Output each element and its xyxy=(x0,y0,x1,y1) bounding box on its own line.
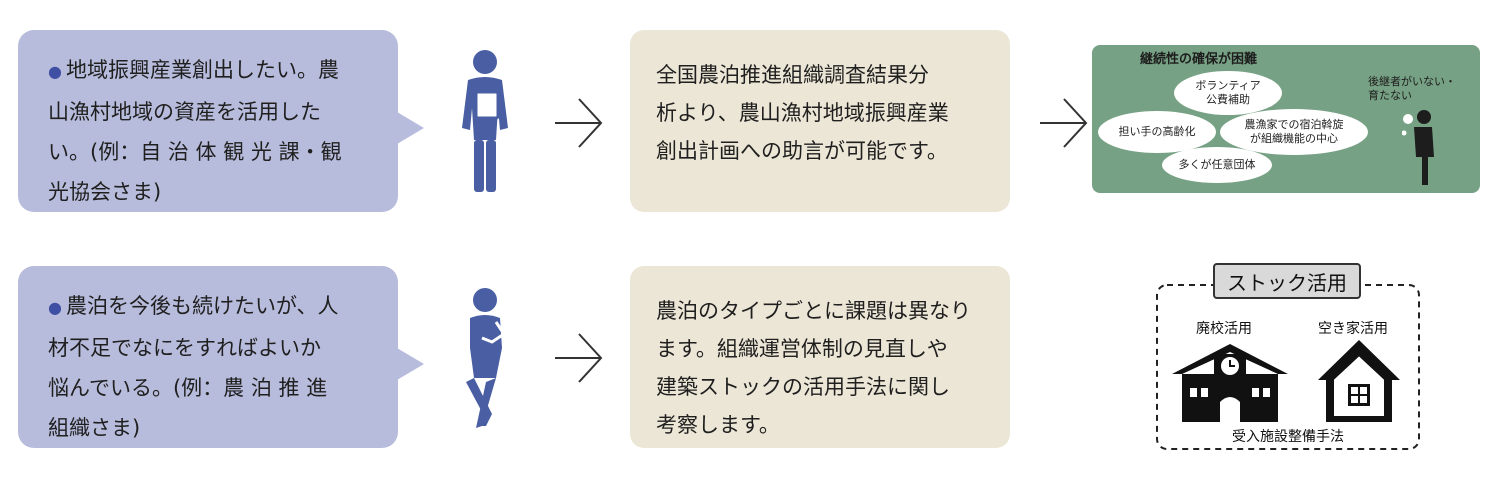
continuity-issues-panel: 継続性の確保が困難 ボランティア 公費補助 担い手の高齢化 農漁家での宿泊斡旋 … xyxy=(1092,45,1480,193)
cloud-voluntary-group: 多くが任意団体 xyxy=(1162,147,1272,183)
need-1-line-1: ●地域振興産業創出したい。農 xyxy=(48,58,339,82)
cloud-volunteer: ボランティア 公費補助 xyxy=(1174,71,1282,115)
arrow-right-icon xyxy=(555,98,603,148)
answer-box-2: 農泊のタイプごとに課題は異なり ます。組織運営体制の見直しや 建築ストックの活用… xyxy=(630,266,1010,448)
need-1-line-4: 光協会さま) xyxy=(48,180,162,204)
thinking-person-icon xyxy=(1402,110,1434,185)
person-holding-document-icon xyxy=(462,50,508,192)
answer-2-line-2: ます。組織運営体制の見直しや xyxy=(656,337,948,361)
arrow-right-icon xyxy=(1040,98,1088,148)
school-label: 廃校活用 xyxy=(1196,321,1252,337)
school-building-icon xyxy=(1172,344,1288,422)
answer-1-line-1: 全国農泊推進組織調査結果分 xyxy=(656,63,929,87)
need-1-line-3: い。(例：自 治 体 観 光 課・観 xyxy=(48,140,342,164)
need-2-line-4: 組織さま) xyxy=(48,416,141,440)
answer-1-line-2: 析より、農山漁村地域振興産業 xyxy=(656,101,949,125)
successor-note: 後継者がいない・ 育たない xyxy=(1368,75,1456,102)
answer-2-line-3: 建築ストックの活用手法に関し xyxy=(656,375,950,399)
need-bubble-2: ●農泊を今後も続けたいが、人 材不足でなにをすればよいか 悩んでいる。(例：農 … xyxy=(18,266,424,448)
stock-title: ストック活用 xyxy=(1213,263,1361,299)
arrow-right-icon xyxy=(555,333,603,383)
panel-title: 継続性の確保が困難 xyxy=(1140,52,1258,67)
need-2-line-1: ●農泊を今後も続けたいが、人 xyxy=(48,294,339,318)
bullet-icon: ● xyxy=(48,62,62,81)
answer-1-line-3: 創出計画への助言が可能です。 xyxy=(656,139,948,163)
person-thinking-icon xyxy=(466,288,507,428)
house-label: 空き家活用 xyxy=(1318,321,1388,337)
need-2-line-3: 悩んでいる。(例：農 泊 推 進 xyxy=(48,376,328,400)
method-label: 受入施設整備手法 xyxy=(1232,429,1344,445)
house-icon xyxy=(1318,340,1400,422)
answer-box-1: 全国農泊推進組織調査結果分 析より、農山漁村地域振興産業 創出計画への助言が可能… xyxy=(630,30,1010,212)
cloud-core-function: 農漁家での宿泊斡旋 が組織機能の中心 xyxy=(1220,109,1368,155)
need-bubble-1: ●地域振興産業創出したい。農 山漁村地域の資産を活用した い。(例：自 治 体 … xyxy=(18,30,424,212)
bullet-icon: ● xyxy=(48,298,62,317)
answer-2-line-1: 農泊のタイプごとに課題は異なり xyxy=(656,299,971,323)
need-1-line-2: 山漁村地域の資産を活用した xyxy=(48,100,321,124)
answer-2-line-4: 考察します。 xyxy=(656,413,780,437)
need-2-line-2: 材不足でなにをすればよいか xyxy=(48,336,321,360)
cloud-aging: 担い手の高齢化 xyxy=(1098,111,1216,153)
